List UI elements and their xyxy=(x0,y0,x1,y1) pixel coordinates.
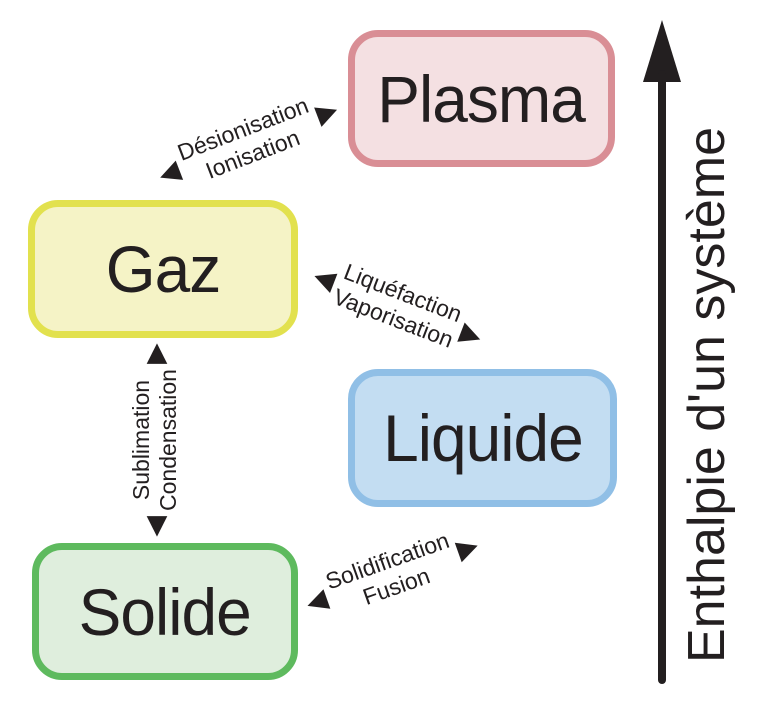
box-solide-label: Solide xyxy=(78,574,252,649)
transition-gaz-liquide: ◀ Liquéfaction Vaporisation ▶ xyxy=(305,249,490,363)
arrowhead-left-icon: ◀ xyxy=(309,259,340,297)
arrowhead-right-icon: ▶ xyxy=(311,93,343,130)
transition-gaz-solide: ◀ Sublimation Condensation ▶ xyxy=(128,343,182,536)
transition-gaz-liquide-labels: Liquéfaction Vaporisation xyxy=(329,258,466,354)
arrowhead-down-icon: ◀ xyxy=(139,515,171,537)
transition-plasma-gaz: ◀ Désionisation Ionisation ▶ xyxy=(150,83,346,202)
arrowhead-left-icon: ◀ xyxy=(301,582,332,619)
enthalpy-axis-label: Enthalpie d'un système xyxy=(678,126,736,664)
transition-liquide-solide: ◀ Solidification Fusion ▶ xyxy=(298,518,486,629)
arrowhead-right-icon: ▶ xyxy=(452,529,483,566)
arrowhead-right-icon: ▶ xyxy=(456,315,487,353)
box-gaz-label: Gaz xyxy=(105,232,221,306)
transition-gaz-solide-labels: Sublimation Condensation xyxy=(128,369,182,511)
box-gaz: Gaz xyxy=(28,200,298,338)
transition-plasma-gaz-labels: Désionisation Ionisation xyxy=(174,92,322,192)
box-liquide-label: Liquide xyxy=(382,401,584,475)
arrowhead-left-icon: ◀ xyxy=(153,154,185,191)
box-plasma-label: Plasma xyxy=(377,61,587,136)
enthalpy-axis-shaft xyxy=(658,70,666,684)
arrowhead-up-icon: ▶ xyxy=(139,343,171,365)
transition-label-sublimation: Sublimation xyxy=(127,379,154,501)
transition-label-condensation: Condensation xyxy=(155,369,181,511)
box-solide: Solide xyxy=(32,543,298,680)
box-liquide: Liquide xyxy=(348,369,617,507)
box-plasma: Plasma xyxy=(348,30,615,167)
transition-liquide-solide-labels: Solidification Fusion xyxy=(322,527,462,621)
